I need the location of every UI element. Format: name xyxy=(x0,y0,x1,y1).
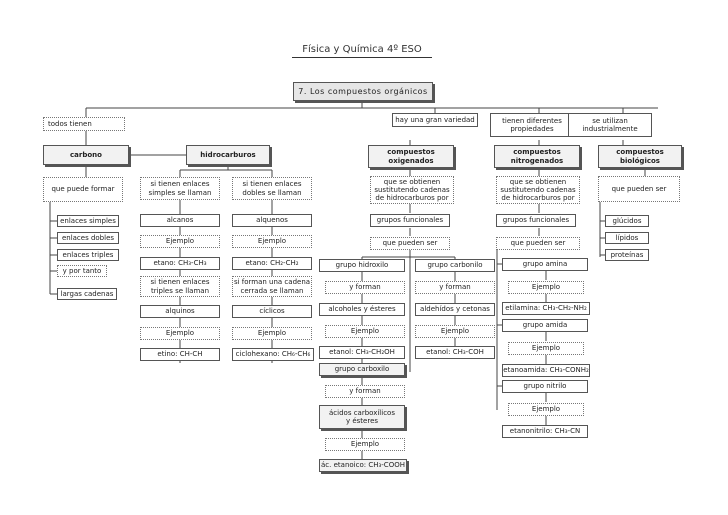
node-y-forman-2: y forman xyxy=(415,281,495,294)
node-grupos-funcionales-2: grupos funcionales xyxy=(496,214,576,227)
node-enlaces-simples: enlaces simples xyxy=(57,215,119,227)
header-box: 7. Los compuestos orgánicos xyxy=(293,82,433,101)
node-ejemplo-alcoholes: Ejemplo xyxy=(325,325,405,338)
node-acidos: ácidos carboxílicos y ésteres xyxy=(319,405,405,429)
node-etano-2: etano: CH₂-CH₂ xyxy=(232,257,312,270)
node-ejemplo-ciclicos: Ejemplo xyxy=(232,327,312,340)
node-tienen-diferentes: tienen diferentes propiedades xyxy=(490,113,574,137)
node-y-forman-1: y forman xyxy=(325,281,405,294)
node-grupo-hidroxilo: grupo hidroxilo xyxy=(319,259,405,272)
node-si-forman-cadena: si forman una cadena cerrada se llaman xyxy=(232,276,312,297)
node-ejemplo-alquinos: Ejemplo xyxy=(140,327,220,340)
node-lipidos: lípidos xyxy=(605,232,649,244)
node-ciclohexano: ciclohexano: CH₆-CH₆ xyxy=(232,348,314,361)
node-ejemplo-amida: Ejemplo xyxy=(508,342,584,355)
node-alcoholes: alcoholes y ésteres xyxy=(319,303,405,316)
node-ejemplo-amina: Ejemplo xyxy=(508,281,584,294)
node-etino: etino: CH-CH xyxy=(140,348,220,361)
node-grupos-funcionales-1: grupos funcionales xyxy=(370,214,450,227)
node-que-puede-formar: que puede formar xyxy=(43,177,123,202)
node-hay-variedad: hay una gran variedad xyxy=(392,113,478,127)
node-se-utilizan: se utilizan industrialmente xyxy=(568,113,652,137)
node-que-pueden-ser-1: que pueden ser xyxy=(370,237,450,250)
node-que-pueden-ser-3: que pueden ser xyxy=(598,176,680,202)
node-alcanos: alcanos xyxy=(140,214,220,227)
node-enlaces-dobles: enlaces dobles xyxy=(57,232,119,244)
node-glucidos: glúcidos xyxy=(605,215,649,227)
node-si-tienen-simples: si tienen enlaces simples se llaman xyxy=(140,177,220,200)
node-aldehidos: aldehídos y cetonas xyxy=(415,303,495,316)
node-carbono: carbono xyxy=(43,145,129,165)
node-alquenos: alquenos xyxy=(232,214,312,227)
node-etilamina: etilamina: CH₃-CH₂-NH₂ xyxy=(502,302,590,315)
node-todos-tienen: todos tienen xyxy=(43,117,125,131)
node-enlaces-triples: enlaces triples xyxy=(57,249,119,261)
node-y-por-tanto: y por tanto xyxy=(57,265,107,277)
node-ejemplo-alquenos: Ejemplo xyxy=(232,235,312,248)
node-grupo-amida: grupo amida xyxy=(502,319,588,332)
node-que-pueden-ser-2: que pueden ser xyxy=(496,237,580,250)
node-grupo-nitrilo: grupo nitrilo xyxy=(502,380,588,393)
node-etano-1: etano: CH₃-CH₃ xyxy=(140,257,220,270)
node-que-se-obtienen-2: que se obtienen sustitutendo cadenas de … xyxy=(496,176,580,204)
node-que-se-obtienen-1: que se obtienen sustitutendo cadenas de … xyxy=(370,176,454,204)
node-etanol: etanol: CH₃-CH₂OH xyxy=(319,346,405,359)
node-ejemplo-acidos: Ejemplo xyxy=(325,438,405,451)
node-si-tienen-triples: si tienen enlaces triples se llaman xyxy=(140,276,220,297)
node-alquinos: alquinos xyxy=(140,305,220,318)
node-etanol-2: etanol: CH₃-COH xyxy=(415,346,495,359)
node-hidrocarburos: hidrocarburos xyxy=(186,145,270,165)
node-grupo-carboxilo: grupo carboxilo xyxy=(319,363,405,376)
node-grupo-amina: grupo amina xyxy=(502,258,588,271)
node-etanoamida: etanoamida: CH₃-CONH₂ xyxy=(502,364,590,377)
node-compuestos-nitrogenados: compuestos nitrogenados xyxy=(494,145,580,168)
node-ejemplo-alcanos: Ejemplo xyxy=(140,235,220,248)
node-compuestos-oxigenados: compuestos oxigenados xyxy=(368,145,454,168)
node-largas-cadenas: largas cadenas xyxy=(57,288,117,300)
node-ac-etanoico: ác. etanoico: CH₃-COOH xyxy=(319,459,407,472)
page-title: Física y Química 4º ESO xyxy=(292,44,432,58)
node-ciclicos: cíclicos xyxy=(232,305,312,318)
node-etanonitrilo: etanonitrilo: CH₃-CN xyxy=(502,425,588,438)
node-grupo-carbonilo: grupo carbonilo xyxy=(415,259,495,272)
node-si-tienen-dobles: si tienen enlaces dobles se llaman xyxy=(232,177,312,200)
node-proteinas: proteínas xyxy=(605,249,649,261)
node-compuestos-biologicos: compuestos biológicos xyxy=(598,145,682,168)
node-y-forman-3: y forman xyxy=(325,385,405,398)
node-ejemplo-aldehidos: Ejemplo xyxy=(415,325,495,338)
node-ejemplo-nitrilo: Ejemplo xyxy=(508,403,584,416)
